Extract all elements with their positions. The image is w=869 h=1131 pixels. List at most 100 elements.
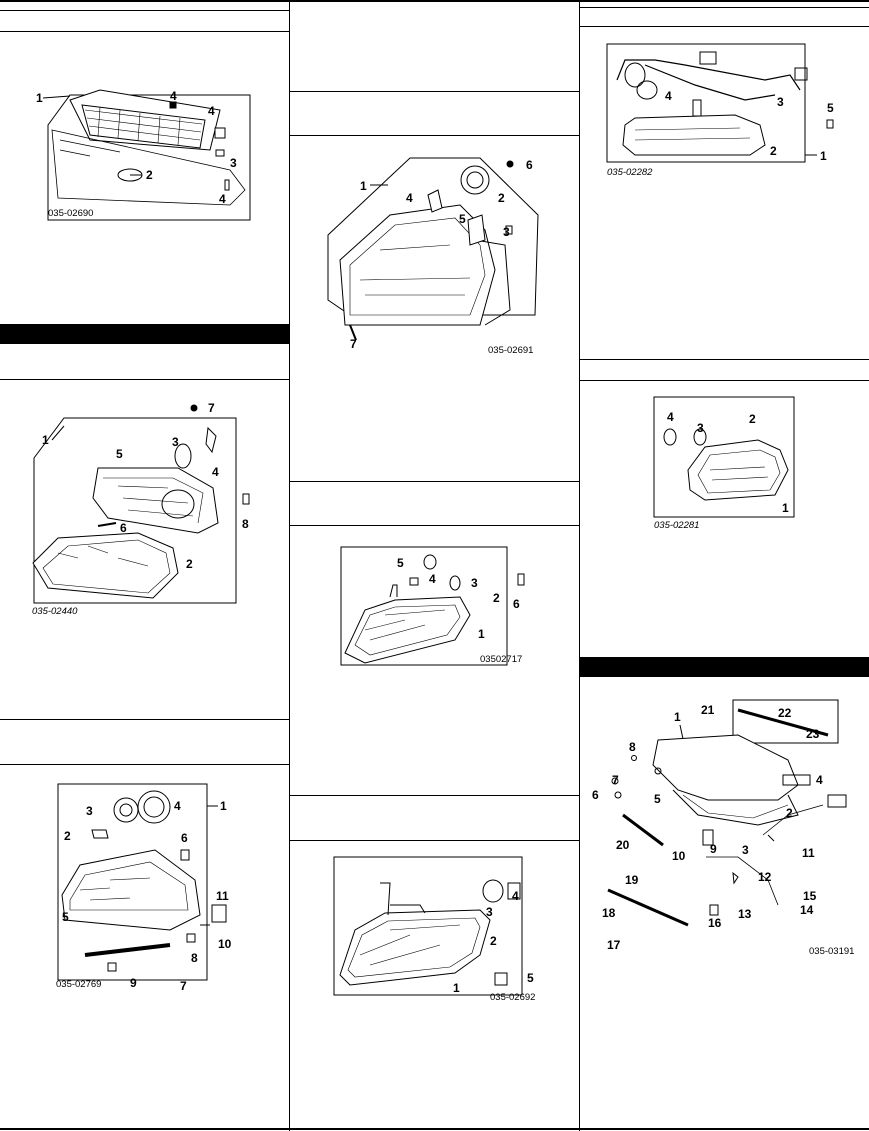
section-rule [580,26,869,27]
callout-5: 5 [827,101,834,115]
callout-5: 5 [459,212,466,226]
section-rule [290,840,579,841]
callout-7: 7 [350,337,357,351]
callout-4: 4 [665,89,672,103]
callout-14: 14 [800,903,814,917]
callout-5: 5 [654,792,661,806]
callout-13: 13 [738,907,752,921]
hood-diagram: 1 2 3 4 5 6 7 8 9 10 11 12 13 14 15 16 1… [592,699,854,957]
callout-1: 1 [782,501,789,515]
callout-3: 3 [172,435,179,449]
callout-1: 1 [42,433,49,447]
callout-4: 4 [667,410,674,424]
callout-2: 2 [493,591,500,605]
callout-10: 10 [672,849,686,863]
callout-6: 6 [526,158,533,172]
callout-4: 4 [406,191,413,205]
section-rule [0,31,289,32]
callout-2: 2 [749,412,756,426]
callout-2: 2 [786,806,793,820]
callout-1: 1 [360,179,367,193]
callout-12: 12 [758,870,772,884]
figure-code: 035-02690 [48,208,93,219]
grille-diagram: 1 2 3 4 4 4 035-02690 [36,89,251,221]
figure-code: 035-03191 [809,946,854,957]
section-rule [290,481,579,482]
callout-3: 3 [503,225,510,239]
figure-code: 03502717 [480,654,522,665]
callout-2: 2 [64,829,71,843]
callout-6: 6 [120,521,127,535]
section-rule [290,795,579,796]
callout-1: 1 [220,799,227,813]
section-rule [580,380,869,381]
headlamp-a-diagram: 1 2 3 4 5 6 7 8 035-02440 [32,401,250,617]
callout-20: 20 [616,838,630,852]
section-rule [290,525,579,526]
figure-code: 035-02691 [488,345,533,356]
callout-3: 3 [471,576,478,590]
callout-1: 1 [36,91,43,105]
callout-3: 3 [486,905,493,919]
callout-3: 3 [742,843,749,857]
figure-code: 035-02692 [490,992,535,1003]
column-divider-left [289,0,290,1131]
callout-6: 6 [513,597,520,611]
callout-7: 7 [612,773,619,787]
section-heading-bar [580,657,869,677]
callout-2: 2 [490,934,497,948]
callout-3: 3 [230,156,237,170]
section-rule [290,135,579,136]
callout-7: 7 [180,979,187,993]
headlamp-b-diagram: 1 2 3 4 5 6 7 8 9 10 11 035-02769 [56,783,232,993]
callout-7: 7 [208,401,215,415]
corner-lamp-b-diagram: 1 2 3 4 5 035-02692 [333,856,535,1003]
callout-4: 4 [512,889,519,903]
callout-6: 6 [592,788,599,802]
callout-18: 18 [602,906,616,920]
callout-4a: 4 [170,89,177,103]
corner-lamp-a-diagram: 1 2 3 4 5 6 03502717 [340,546,525,666]
section-heading-bar [0,324,289,344]
callout-1: 1 [820,149,827,163]
callout-11: 11 [216,889,229,903]
callout-15: 15 [803,889,817,903]
callout-1: 1 [478,627,485,641]
callout-4b: 4 [208,104,215,118]
side-marker-b-diagram: 1 2 3 4 035-02281 [653,396,795,531]
callout-22: 22 [778,706,792,720]
callout-1: 1 [674,710,681,724]
callout-8: 8 [242,517,249,531]
callout-4: 4 [212,465,219,479]
callout-2: 2 [146,168,153,182]
callout-3: 3 [777,95,784,109]
headlamp-c-diagram: 1 2 3 4 5 6 7 035-02691 [327,157,539,356]
side-marker-a-diagram: 1 2 3 4 5 035-02282 [606,43,834,178]
callout-5: 5 [62,910,69,924]
page-top-rule [0,0,869,2]
callout-5: 5 [397,556,404,570]
callout-9: 9 [130,976,137,990]
section-rule [580,7,869,8]
callout-8: 8 [191,951,198,965]
column-divider-right [579,0,580,1131]
callout-4: 4 [816,773,823,787]
section-rule [290,91,579,92]
section-rule [0,379,289,380]
section-rule [580,359,869,360]
callout-3: 3 [697,421,704,435]
callout-10: 10 [218,937,232,951]
callout-3: 3 [86,804,93,818]
callout-4: 4 [429,572,436,586]
page-bottom-rule [0,1128,869,1130]
callout-4c: 4 [219,192,226,206]
callout-17: 17 [607,938,621,952]
callout-16: 16 [708,916,722,930]
section-rule [0,719,289,720]
callout-2: 2 [498,191,505,205]
section-rule [0,764,289,765]
figure-code: 035-02282 [607,167,653,178]
callout-5: 5 [527,971,534,985]
callout-6: 6 [181,831,188,845]
callout-23: 23 [806,727,820,741]
